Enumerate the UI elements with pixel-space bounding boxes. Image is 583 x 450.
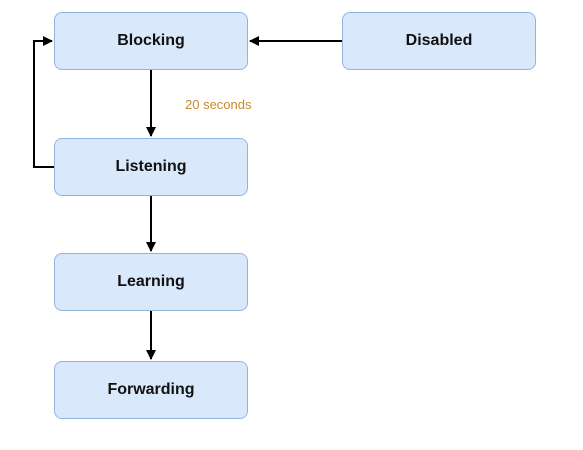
node-disabled-label: Disabled (405, 32, 473, 49)
edge-label-blocking-to-listening: 20 seconds (185, 97, 252, 112)
node-blocking: Blocking (54, 12, 248, 70)
edge-listening-to-blocking (33, 36, 54, 168)
node-blocking-label: Blocking (117, 32, 185, 49)
node-listening-label: Listening (115, 158, 187, 175)
node-learning-label: Learning (117, 273, 185, 290)
node-disabled: Disabled (342, 12, 536, 70)
node-listening: Listening (54, 138, 248, 196)
node-learning: Learning (54, 253, 248, 311)
node-forwarding-label: Forwarding (107, 381, 195, 398)
node-forwarding: Forwarding (54, 361, 248, 419)
